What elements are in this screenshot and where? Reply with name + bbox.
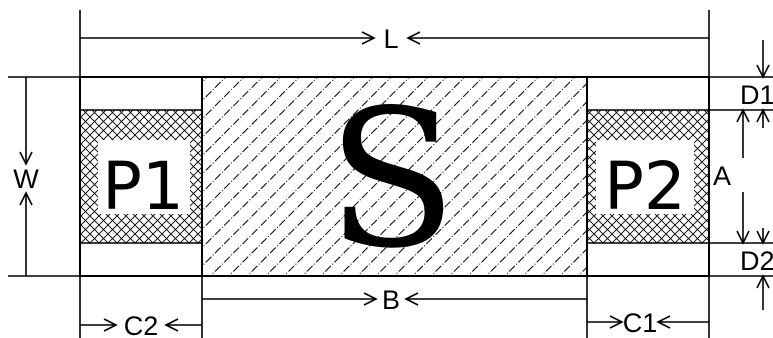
dimension-c1-label: C1 — [623, 308, 658, 338]
pad-right-label: P2 — [604, 148, 686, 225]
pad-left-label: P1 — [102, 148, 184, 225]
dimension-a-label: A — [713, 161, 731, 191]
dimension-length-label: L — [383, 24, 398, 54]
body-label: S — [327, 69, 457, 290]
dimension-c2-label: C2 — [124, 311, 159, 338]
body-region — [201, 76, 588, 277]
dimension-d1-label: D1 — [740, 80, 773, 110]
dimension-d2-label: D2 — [740, 246, 773, 276]
dimension-width-label: W — [13, 164, 39, 194]
dimension-b-label: B — [382, 285, 400, 315]
